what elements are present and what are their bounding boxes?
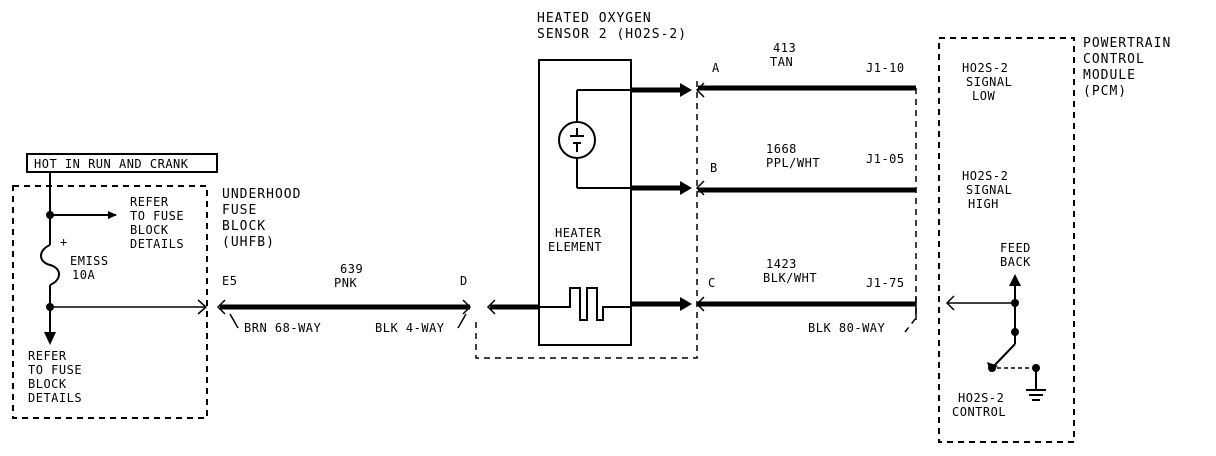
- refer-arrow-down: [44, 332, 56, 345]
- signal-low-line-3: LOW: [972, 89, 995, 103]
- signal-high-line-2: SIGNAL: [966, 183, 1012, 197]
- fuse-name: EMISS: [70, 254, 109, 268]
- fuse-rating: 10A: [72, 268, 95, 282]
- hot-in-run-label: HOT IN RUN AND CRANK: [34, 157, 189, 171]
- signal-high-line-1: HO2S-2: [962, 169, 1008, 183]
- pcm-title-line-3: MODULE: [1083, 68, 1136, 83]
- refer-top-line-4: DETAILS: [130, 237, 184, 251]
- pin-c: C: [708, 276, 716, 290]
- connector-e5: E5: [222, 274, 237, 288]
- refer-top-line-3: BLOCK: [130, 223, 169, 237]
- wire-413-color: TAN: [770, 55, 793, 69]
- connector-d: D: [460, 274, 468, 288]
- feedback-splice-dot: [1011, 299, 1019, 307]
- wire-639-number: 639: [340, 262, 363, 276]
- wire-1423-number: 1423: [766, 257, 797, 271]
- pcm-connector: BLK 80-WAY: [808, 88, 917, 335]
- pcm-title-line-4: (PCM): [1083, 84, 1127, 99]
- sensor-title-line-1: HEATED OXYGEN: [537, 11, 652, 26]
- uhfb-line-3: BLOCK: [222, 219, 266, 234]
- underhood-fuse-block-label: UNDERHOOD FUSE BLOCK (UHFB): [222, 187, 301, 250]
- feedback-arrow-up: [1009, 274, 1021, 286]
- pin-b: B: [710, 161, 718, 175]
- pin-j1-05: J1-05: [866, 152, 905, 166]
- control-line-2: CONTROL: [952, 405, 1006, 419]
- heater-element-symbol: [566, 287, 631, 321]
- connector-blk-4-way: BLK 4-WAY: [375, 321, 445, 335]
- wire-1423: C 1423 BLK/WHT J1-75: [631, 257, 916, 312]
- wire-1668-number: 1668: [766, 142, 797, 156]
- refer-bottom-line-4: DETAILS: [28, 391, 82, 405]
- uhfb-line-2: FUSE: [222, 203, 257, 218]
- heater-line-2: ELEMENT: [548, 240, 602, 254]
- wire-1668: B 1668 PPL/WHT J1-05: [631, 142, 916, 196]
- heater-line-1: HEATER: [555, 226, 602, 240]
- feedback-line-1: FEED: [1000, 241, 1031, 255]
- connector-brn-68-way: BRN 68-WAY: [244, 321, 322, 335]
- pin-j1-75: J1-75: [866, 276, 905, 290]
- uhfb-line-1: UNDERHOOD: [222, 187, 301, 202]
- control-line-1: HO2S-2: [958, 391, 1004, 405]
- fuse-symbol: [40, 244, 60, 286]
- uhfb-line-4: (UHFB): [222, 235, 275, 250]
- control-switch: [991, 343, 1016, 369]
- powertrain-control-module: POWERTRAIN CONTROL MODULE (PCM) HO2S-2 S…: [938, 36, 1171, 443]
- wire-1423-color: BLK/WHT: [763, 271, 817, 285]
- wire-639: E5 639 PNK D BRN 68-WAY BLK 4-WAY: [216, 262, 540, 335]
- sensor-title-line-2: SENSOR 2 (HO2S-2): [537, 27, 687, 42]
- connector-blk-80-way: BLK 80-WAY: [808, 321, 886, 335]
- pcm-title-line-1: POWERTRAIN: [1083, 36, 1171, 51]
- heated-oxygen-sensor: HEATED OXYGEN SENSOR 2 (HO2S-2) HEATER E…: [475, 11, 698, 359]
- signal-low-line-2: SIGNAL: [966, 75, 1012, 89]
- signal-low-line-1: HO2S-2: [962, 61, 1008, 75]
- refer-bottom-line-1: REFER: [28, 349, 67, 363]
- signal-high-line-3: HIGH: [968, 197, 999, 211]
- refer-top-line-2: TO FUSE: [130, 209, 184, 223]
- pin-a: A: [712, 61, 720, 75]
- hot-in-run-box: HOT IN RUN AND CRANK: [26, 153, 218, 173]
- refer-bottom-line-3: BLOCK: [28, 377, 67, 391]
- wire-639-color: PNK: [334, 276, 357, 290]
- wire-1668-color: PPL/WHT: [766, 156, 820, 170]
- fuse-plus: +: [60, 235, 68, 249]
- wire-413-number: 413: [773, 41, 796, 55]
- refer-top-line-1: REFER: [130, 195, 169, 209]
- refer-bottom-line-2: TO FUSE: [28, 363, 82, 377]
- pin-j1-10: J1-10: [866, 61, 905, 75]
- feedback-line-2: BACK: [1000, 255, 1031, 269]
- switch-bottom-dot: [988, 364, 996, 372]
- wire-413: A 413 TAN J1-10: [631, 41, 916, 98]
- pcm-title-line-2: CONTROL: [1083, 52, 1145, 67]
- underhood-fuse-block: REFER TO FUSE BLOCK DETAILS + EMISS 10A …: [12, 172, 208, 419]
